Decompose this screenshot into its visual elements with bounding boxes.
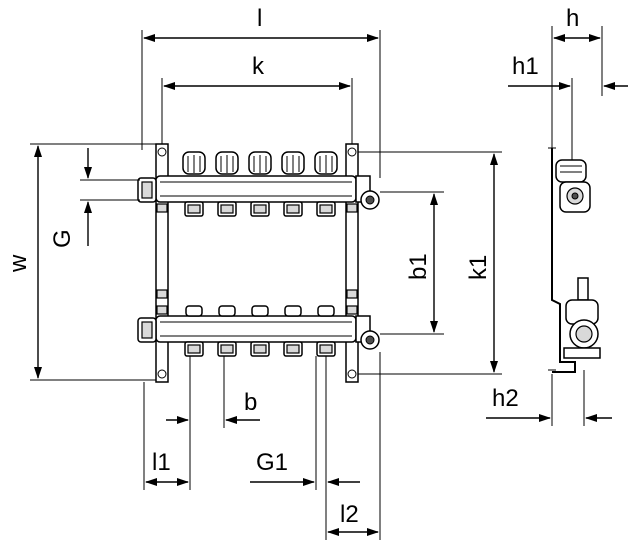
- return-valve: [316, 305, 336, 357]
- label-k1: k1: [465, 255, 492, 280]
- supply-valve: [281, 151, 305, 217]
- label-l2: l2: [340, 501, 359, 528]
- label-h: h: [566, 5, 579, 32]
- supply-valve: [248, 151, 272, 217]
- side-view: [548, 147, 601, 373]
- supply-valve: [314, 151, 338, 217]
- label-b: b: [244, 389, 257, 416]
- label-l: l: [257, 5, 262, 32]
- label-l1: l1: [152, 449, 171, 476]
- return-valve: [184, 305, 204, 357]
- supply-valve: [182, 151, 206, 217]
- supply-manifold-bar: [137, 175, 380, 210]
- label-b1: b1: [405, 253, 432, 280]
- return-valve: [283, 305, 303, 357]
- bottom-valve-row: [184, 305, 336, 357]
- label-G1: G1: [256, 449, 288, 476]
- front-view: [137, 143, 380, 383]
- top-valve-row: [182, 151, 338, 217]
- label-h2: h2: [492, 385, 519, 412]
- return-valve: [217, 305, 237, 357]
- label-k: k: [252, 53, 265, 80]
- dimension-labels: l k h h1 w G b1 k1 b h2 l1 G1 l2: [5, 5, 579, 528]
- supply-valve: [215, 151, 239, 217]
- return-valve: [250, 305, 270, 357]
- return-manifold-bar: [137, 315, 380, 350]
- dimension-lines: [30, 26, 628, 540]
- label-G: G: [49, 229, 76, 248]
- label-w: w: [5, 254, 32, 273]
- label-h1: h1: [512, 53, 539, 80]
